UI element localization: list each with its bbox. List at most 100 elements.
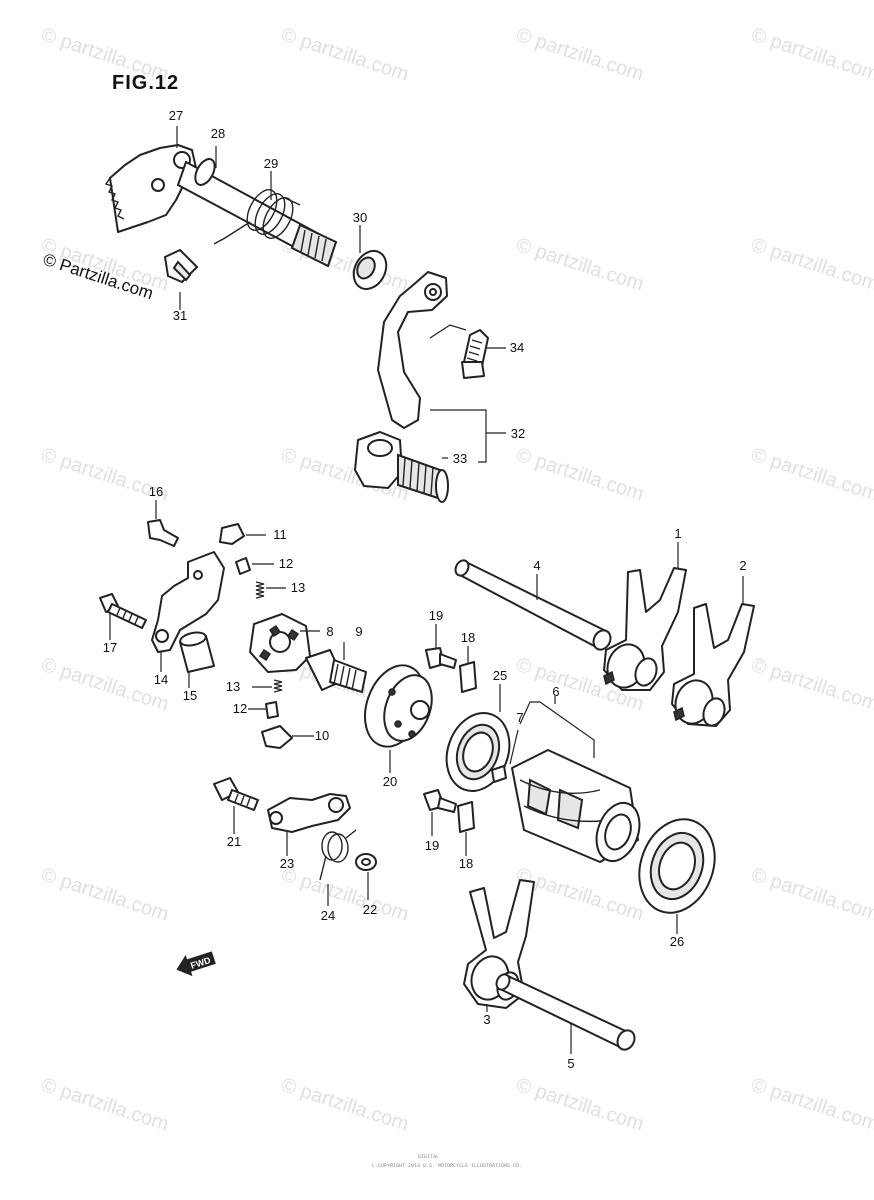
part-34-lever-bolt bbox=[461, 329, 489, 379]
callout-26: 26 bbox=[670, 934, 684, 949]
callout-13: 13 bbox=[226, 679, 240, 694]
watermark: © partzilla.com bbox=[278, 24, 411, 86]
callout-11: 11 bbox=[273, 527, 287, 542]
callout-1: 1 bbox=[674, 526, 681, 541]
part-26-bearing bbox=[638, 818, 716, 914]
part-17-bolt bbox=[99, 593, 147, 629]
watermark: © partzilla.com bbox=[38, 654, 171, 716]
callout-12: 12 bbox=[279, 556, 293, 571]
part-9-cam-shaft bbox=[305, 649, 367, 693]
callout-12: 12 bbox=[233, 701, 247, 716]
cam-stopper-group bbox=[99, 500, 477, 773]
watermark: © partzilla.com bbox=[748, 654, 874, 716]
part-16-bolt bbox=[147, 519, 179, 547]
part-24-spring bbox=[319, 829, 357, 881]
part-1-shift-fork bbox=[603, 567, 687, 691]
part-6-shift-drum bbox=[511, 749, 641, 863]
callout-24: 24 bbox=[321, 908, 335, 923]
callout-20: 20 bbox=[383, 774, 397, 789]
callout-22: 22 bbox=[363, 902, 377, 917]
callout-18: 18 bbox=[459, 856, 473, 871]
callout-34: 34 bbox=[510, 340, 524, 355]
callout-21: 21 bbox=[227, 834, 241, 849]
gearshift-shaft-assembly bbox=[104, 126, 388, 310]
watermark: © partzilla.com bbox=[748, 1074, 874, 1136]
callout-15: 15 bbox=[183, 688, 197, 703]
callout-19: 19 bbox=[425, 838, 439, 853]
part-12-pin-lower bbox=[265, 701, 279, 719]
part-14-gear-shift-stopper-plate bbox=[151, 551, 225, 653]
callout-31: 31 bbox=[173, 308, 187, 323]
part-13-spring-lower bbox=[273, 679, 283, 693]
callout-6: 6 bbox=[552, 684, 559, 699]
callout-8: 8 bbox=[326, 624, 333, 639]
part-11-pawl bbox=[219, 523, 245, 545]
gearshift-lever-assembly bbox=[354, 271, 506, 503]
callout-3: 3 bbox=[483, 1012, 490, 1027]
part-13-spring-top bbox=[255, 581, 265, 599]
watermark: © partzilla.com bbox=[513, 864, 646, 926]
watermark: © partzilla.com bbox=[513, 24, 646, 86]
callout-16: 16 bbox=[149, 484, 163, 499]
watermark: © partzilla.com bbox=[278, 864, 411, 926]
forward-direction-arrow: FWD bbox=[176, 951, 216, 977]
part-33-shift-pedal-rubber bbox=[397, 453, 449, 503]
callout-18: 18 bbox=[461, 630, 475, 645]
callout-29: 29 bbox=[264, 156, 278, 171]
footer-copyright: L.COPYRIGHT 2013 U.S. MOTORCYCLE ILLUSTR… bbox=[372, 1163, 522, 1169]
callout-5: 5 bbox=[567, 1056, 574, 1071]
part-22-washer bbox=[355, 853, 377, 871]
watermark: © partzilla.com bbox=[38, 1074, 171, 1136]
callout-27: 27 bbox=[169, 108, 183, 123]
callout-19: 19 bbox=[429, 608, 443, 623]
part-30-oil-seal bbox=[352, 249, 388, 291]
watermark: © partzilla.com bbox=[748, 864, 874, 926]
callout-10: 10 bbox=[315, 728, 329, 743]
part-19-bolt-lower bbox=[423, 789, 457, 813]
watermark: © partzilla.com bbox=[513, 444, 646, 506]
callout-17: 17 bbox=[103, 640, 117, 655]
callout-7: 7 bbox=[516, 710, 523, 725]
part-15-collar bbox=[179, 631, 215, 673]
part-7-pin bbox=[491, 765, 507, 783]
callout-13: 13 bbox=[291, 580, 305, 595]
callout-9: 9 bbox=[355, 624, 362, 639]
callout-28: 28 bbox=[211, 126, 225, 141]
part-8-gearshift-cam-driven-gear bbox=[249, 613, 311, 673]
part-5-fork-shaft bbox=[495, 973, 636, 1051]
watermark: © partzilla.com bbox=[278, 1074, 411, 1136]
callout-33: 33 bbox=[453, 451, 467, 466]
callout-25: 25 bbox=[493, 668, 507, 683]
callout-4: 4 bbox=[533, 558, 540, 573]
watermark: © partzilla.com bbox=[748, 24, 874, 86]
watermark: © partzilla.com bbox=[748, 234, 874, 296]
part-29-return-spring bbox=[213, 189, 301, 245]
part-18-plate-upper bbox=[459, 661, 477, 693]
part-25-bearing bbox=[445, 712, 511, 792]
callout-14: 14 bbox=[154, 672, 168, 687]
part-21-bolt bbox=[213, 777, 259, 811]
callout-23: 23 bbox=[280, 856, 294, 871]
watermark: © partzilla.com bbox=[38, 864, 171, 926]
watermark: © partzilla.com bbox=[748, 444, 874, 506]
watermark: © partzilla.com bbox=[513, 1074, 646, 1136]
watermark: © partzilla.com bbox=[513, 234, 646, 296]
part-31-bolt bbox=[164, 249, 198, 283]
shift-arm-group bbox=[213, 777, 475, 906]
part-12-pin-top bbox=[235, 557, 251, 575]
footer-small-text: DIGITAL bbox=[418, 1154, 439, 1160]
part-19-bolt-upper bbox=[425, 647, 457, 669]
callout-30: 30 bbox=[353, 210, 367, 225]
shift-drum-group bbox=[445, 542, 755, 1054]
part-18-plate-lower bbox=[457, 801, 475, 833]
part-4-fork-shaft bbox=[454, 559, 612, 651]
callout-32: 32 bbox=[511, 426, 525, 441]
part-10-pawl bbox=[261, 725, 293, 749]
callout-2: 2 bbox=[739, 558, 746, 573]
part-32-gearshift-lever bbox=[377, 271, 448, 429]
part-20-gearshift-cam bbox=[364, 664, 433, 748]
figure-title: FIG.12 bbox=[112, 72, 179, 94]
